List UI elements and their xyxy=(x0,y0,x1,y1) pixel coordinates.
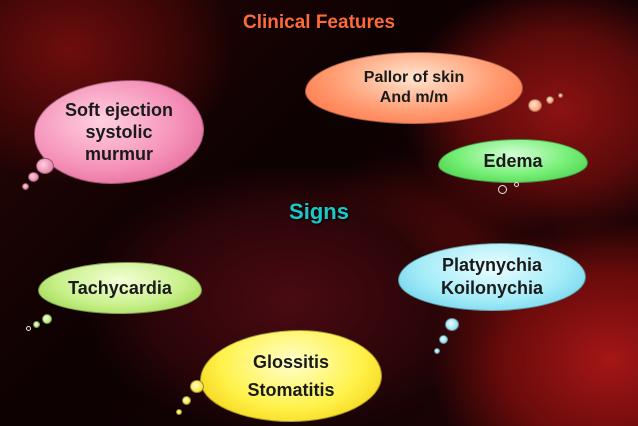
cloud-text-line: Glossitis xyxy=(252,352,330,372)
cloud-text-line: Tachycardia xyxy=(68,277,172,298)
cloud-text-line: Platynychia xyxy=(441,255,543,275)
thought-bubble xyxy=(176,409,182,415)
thought-bubble xyxy=(514,182,519,187)
thought-bubble xyxy=(445,318,459,331)
thought-bubble xyxy=(439,335,448,344)
thought-bubble xyxy=(190,380,204,393)
cloud-platynychia-koilonychia: Platynychia Koilonychia xyxy=(398,243,586,311)
cloud-soft-ejection-murmur: Soft ejection systolic murmur xyxy=(34,80,204,184)
cloud-edema: Edema xyxy=(438,139,588,183)
thought-bubble xyxy=(528,99,542,112)
thought-bubble xyxy=(558,93,563,98)
center-label: Signs xyxy=(289,199,349,224)
thought-bubble xyxy=(28,172,39,182)
thought-bubble xyxy=(22,183,29,190)
cloud-text-line: systolic xyxy=(85,122,153,142)
cloud-text-line: And m/m xyxy=(379,89,449,106)
thought-bubble xyxy=(26,326,31,331)
cloud-text-line: Soft ejection xyxy=(64,100,173,120)
thought-bubble xyxy=(36,158,54,174)
thought-bubble xyxy=(498,185,507,194)
thought-bubble xyxy=(42,314,52,324)
cloud-text-line: Koilonychia xyxy=(440,278,543,298)
cloud-text-line: Pallor of skin xyxy=(363,69,465,86)
cloud-glossitis-stomatitis: Glossitis Stomatitis xyxy=(200,330,382,422)
cloud-text-line: Stomatitis xyxy=(247,380,335,400)
cloud-tachycardia: Tachycardia xyxy=(38,262,202,314)
thought-bubble xyxy=(434,348,440,354)
cloud-text-line: murmur xyxy=(84,144,153,164)
cloud-text-line: Edema xyxy=(483,150,543,171)
cloud-pallor-of-skin: Pallor of skin And m/m xyxy=(305,52,523,124)
slide-title: Clinical Features xyxy=(242,12,396,33)
thought-bubble xyxy=(33,321,40,328)
thought-bubble xyxy=(546,96,554,104)
thought-bubble xyxy=(182,396,191,405)
